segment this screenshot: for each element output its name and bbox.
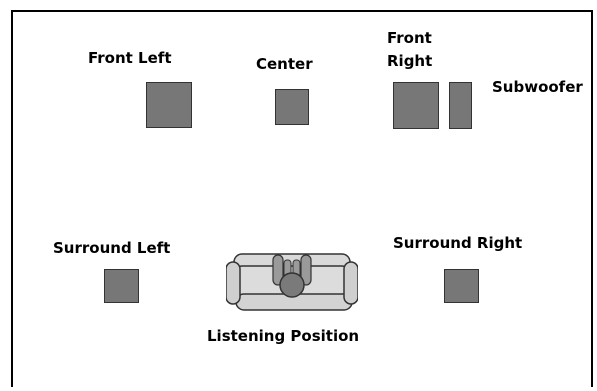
listening-position-couch <box>226 253 358 311</box>
front-left-speaker <box>146 82 192 128</box>
front-left-label: Front Left <box>88 49 172 67</box>
subwoofer-label: Subwoofer <box>492 78 583 96</box>
listening-position-label: Listening Position <box>207 327 360 345</box>
room-outline <box>11 10 593 387</box>
surround-right-speaker <box>444 269 479 303</box>
center-label: Center <box>256 55 313 73</box>
surround-left-speaker <box>104 269 139 303</box>
center-speaker <box>275 89 309 125</box>
front-right-label-line1: Front <box>387 29 432 47</box>
surround-right-label: Surround Right <box>393 234 523 252</box>
front-right-label-line2: Right <box>387 52 433 70</box>
subwoofer-speaker <box>449 82 472 129</box>
surround-left-label: Surround Left <box>53 239 171 257</box>
front-right-speaker <box>393 82 439 129</box>
